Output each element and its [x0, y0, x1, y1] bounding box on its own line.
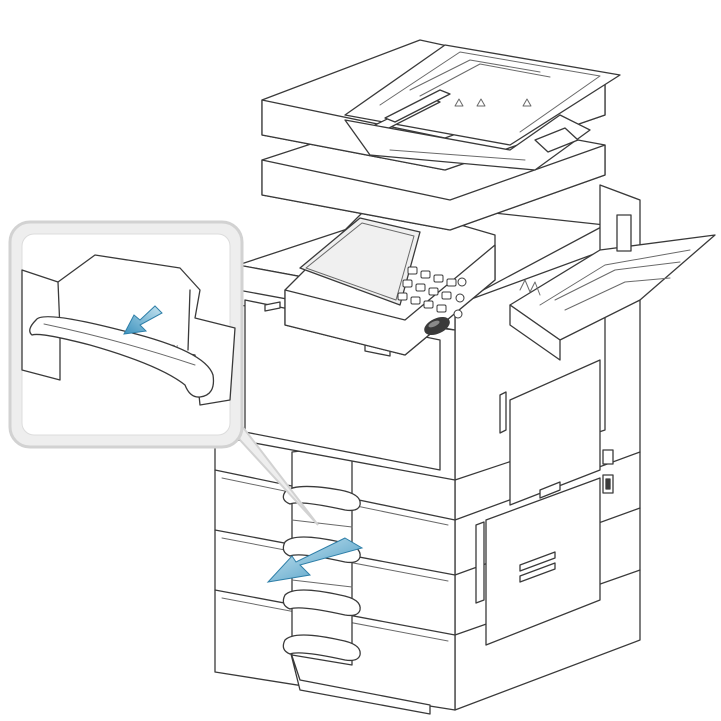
tray-3-handle[interactable] [282, 589, 361, 617]
start-button[interactable] [422, 314, 451, 338]
keypad-key[interactable] [410, 296, 421, 305]
keypad-key[interactable] [407, 266, 418, 275]
keypad-key[interactable] [433, 274, 444, 283]
triangle-icon [522, 98, 532, 107]
tray-1-handle[interactable] [282, 485, 361, 512]
control-panel [284, 199, 496, 356]
zoomed-tray-handle [29, 316, 215, 398]
triangle-icon [476, 98, 486, 107]
output-tray [509, 184, 716, 361]
keypad-key[interactable] [415, 283, 426, 292]
function-button[interactable] [457, 277, 467, 287]
tray-4-handle[interactable] [282, 634, 361, 662]
keypad-key[interactable] [446, 278, 457, 287]
keypad-key[interactable] [436, 304, 447, 313]
keypad-key[interactable] [397, 292, 408, 301]
arrow-icon [266, 537, 364, 583]
keypad-key[interactable] [402, 279, 413, 288]
magnifier-callout [8, 220, 244, 449]
keypad-key[interactable] [428, 287, 439, 296]
keypad[interactable] [397, 266, 467, 319]
scanner-unit [261, 39, 621, 231]
keypad-key[interactable] [420, 270, 431, 279]
touch-screen [299, 217, 421, 306]
keypad-key[interactable] [423, 300, 434, 309]
function-button[interactable] [453, 309, 463, 319]
triangle-icon [454, 98, 464, 107]
function-button[interactable] [455, 293, 465, 303]
keypad-key[interactable] [441, 291, 452, 300]
tray-marks [454, 98, 532, 107]
arrow-icon [123, 305, 163, 335]
